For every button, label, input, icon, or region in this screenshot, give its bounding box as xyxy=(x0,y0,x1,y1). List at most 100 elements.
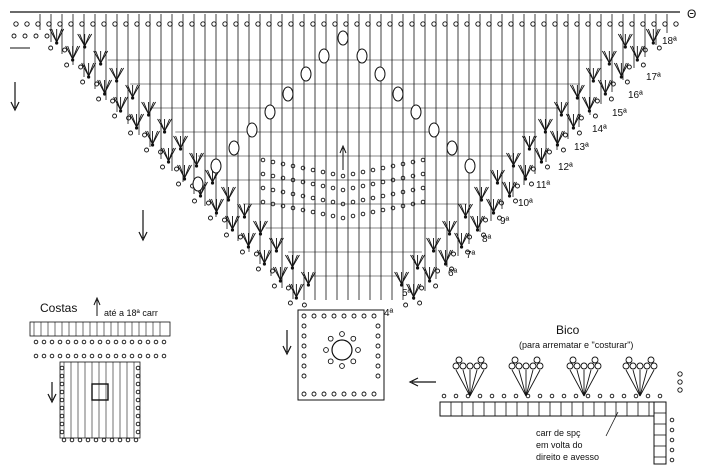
chain-stitch xyxy=(189,21,195,27)
chain-stitch xyxy=(591,356,599,364)
fan-base xyxy=(115,79,119,83)
chain-stitch xyxy=(343,21,349,27)
chain-stitch xyxy=(13,21,19,27)
fan-stitch xyxy=(474,186,489,202)
chain-stitch xyxy=(466,362,474,370)
chain-stitch xyxy=(636,362,644,370)
chain-stitch xyxy=(370,195,376,201)
fan-stitch xyxy=(518,164,533,181)
fan-base xyxy=(619,75,623,79)
chain-stitch xyxy=(360,211,366,217)
chain-stitch xyxy=(290,205,296,211)
fan-stitch xyxy=(109,67,125,83)
chain-stitch xyxy=(176,181,181,187)
fan-stitch xyxy=(569,84,585,100)
chain-stitch xyxy=(339,363,345,369)
chain-stitch xyxy=(239,249,245,255)
chain-stitch xyxy=(90,21,96,27)
chain-stitch xyxy=(669,457,675,463)
chain-stitch xyxy=(340,201,346,207)
arrow-down-icon xyxy=(47,382,57,404)
chain-stitch xyxy=(321,391,327,397)
shell-stroke xyxy=(569,369,585,397)
fan-base xyxy=(463,215,468,219)
chain-stitch xyxy=(266,21,272,27)
chain-stitch xyxy=(560,147,566,153)
chain-stitch xyxy=(310,209,316,215)
chain-stitch xyxy=(222,21,228,27)
stitch-columns xyxy=(11,14,679,300)
chain-stitch xyxy=(320,197,326,203)
fan-stitch xyxy=(597,79,613,96)
chain-stitch xyxy=(145,339,151,345)
chain-stitch xyxy=(525,393,531,399)
arrow-down-icon xyxy=(138,210,148,242)
chain-stitch xyxy=(161,353,167,359)
chain-stitch xyxy=(656,45,662,51)
fan-stitch xyxy=(77,33,93,49)
fan-base xyxy=(278,279,282,283)
chain-stitch xyxy=(566,362,574,370)
picot-oval xyxy=(228,140,240,156)
chain-stitch xyxy=(618,21,624,27)
chain-stitch xyxy=(255,21,261,27)
chain-stitch xyxy=(375,333,381,339)
chain-stitch xyxy=(65,339,71,345)
chain-stitch xyxy=(77,437,83,443)
chain-stitch xyxy=(633,393,639,399)
fan-stitch xyxy=(585,67,601,83)
costas-top-band xyxy=(29,321,171,337)
chain-stitch xyxy=(33,353,39,359)
chain-stitch xyxy=(519,21,525,27)
fan-base xyxy=(511,164,516,168)
chain-stitch xyxy=(133,437,139,443)
chain-stitch xyxy=(80,79,86,85)
shell-stroke xyxy=(525,369,541,397)
bico-side-strip xyxy=(653,401,667,465)
costas-note: até a 18ª carr xyxy=(104,308,158,318)
row-label: 5ª xyxy=(402,288,412,299)
fan-base xyxy=(210,181,215,185)
chain-stitch xyxy=(280,203,286,209)
chain-stitch xyxy=(299,21,305,27)
chain-stitch xyxy=(459,362,467,370)
chain-stitch xyxy=(260,171,266,177)
fan-base xyxy=(71,58,75,62)
fan-stitch xyxy=(173,135,188,151)
row-label: 6ª xyxy=(448,268,458,279)
chain-stitch xyxy=(158,149,164,155)
chain-stitch xyxy=(339,331,345,337)
chain-stitch xyxy=(135,397,141,403)
chain-stitch xyxy=(271,283,277,289)
fan-stitch xyxy=(410,254,425,270)
fan-stitch xyxy=(566,113,581,130)
chain-stitch xyxy=(350,335,357,342)
chain-stitch xyxy=(238,234,243,240)
chain-stitch xyxy=(125,437,131,443)
chain-stitch xyxy=(59,397,65,403)
picot-oval xyxy=(210,158,222,174)
fan-base xyxy=(603,92,607,96)
chain-stitch xyxy=(669,437,675,443)
fan-stitch xyxy=(613,62,629,79)
chain-stitch xyxy=(643,362,651,370)
chain-stitch xyxy=(354,21,360,27)
chain-stitch xyxy=(513,198,518,204)
chain-stitch xyxy=(33,33,39,39)
chain-stitch xyxy=(49,339,55,345)
chain-stitch xyxy=(608,96,614,102)
fan-stitch xyxy=(241,232,256,249)
fan-stitch xyxy=(288,283,304,300)
fan-stitch xyxy=(582,96,597,113)
fan-stitch xyxy=(145,130,160,147)
fan-stitch xyxy=(629,45,645,62)
fan-stitch xyxy=(209,198,224,215)
chain-stitch xyxy=(142,132,148,138)
chain-stitch xyxy=(129,339,135,345)
chain-stitch xyxy=(657,393,663,399)
chain-stitch xyxy=(288,21,294,27)
row-label: 12ª xyxy=(558,162,573,173)
chain-stitch xyxy=(145,21,151,27)
chain-stitch xyxy=(360,169,366,175)
chain-stitch xyxy=(59,373,65,379)
